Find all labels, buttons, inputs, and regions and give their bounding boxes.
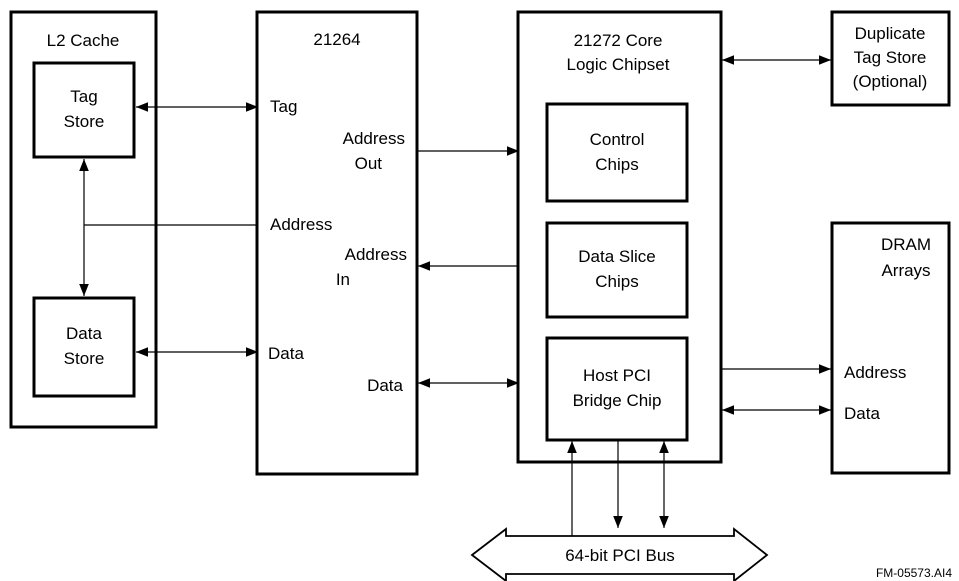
pci-bridge-box <box>545 336 689 442</box>
pci-bus-label: 64-bit PCI Bus <box>565 546 675 565</box>
cpu-address-in-label-1: Address <box>345 245 407 264</box>
data-store-label-1: Data <box>66 324 102 343</box>
cpu-tag-label: Tag <box>270 97 297 116</box>
figure-id: FM-05573.AI4 <box>876 566 952 580</box>
data-slice-label-2: Chips <box>595 272 638 291</box>
data-store-box <box>32 296 136 398</box>
duplicate-tag-label-1: Duplicate <box>855 24 926 43</box>
control-chips-box <box>545 102 689 203</box>
l2-cache-box <box>9 10 158 429</box>
control-chips-label-2: Chips <box>595 155 638 174</box>
pci-bridge-label-2: Bridge Chip <box>573 391 662 410</box>
data-store-label-2: Store <box>64 349 105 368</box>
cpu-data-right-label: Data <box>367 376 403 395</box>
data-slice-box <box>545 221 689 319</box>
tag-store-box <box>32 61 136 159</box>
pci-bus-arrow <box>470 527 769 581</box>
duplicate-tag-label-2: Tag Store <box>854 48 927 67</box>
chipset-title-2: Logic Chipset <box>566 55 669 74</box>
chipset-box <box>516 10 723 464</box>
duplicate-tag-label-3: (Optional) <box>853 72 928 91</box>
dram-data-label: Data <box>844 404 880 423</box>
tag-store-label-1: Tag <box>70 87 97 106</box>
chipset-title-1: 21272 Core <box>574 31 663 50</box>
control-chips-label-1: Control <box>590 130 645 149</box>
cpu-address-out-label-2: Out <box>355 154 383 173</box>
cpu-box <box>255 10 419 476</box>
cpu-data-left-label: Data <box>268 344 304 363</box>
cpu-title: 21264 <box>313 30 360 49</box>
data-slice-label-1: Data Slice <box>578 247 655 266</box>
cpu-address-label: Address <box>270 215 332 234</box>
pci-bridge-label-1: Host PCI <box>583 366 651 385</box>
cpu-address-out-label-1: Address <box>343 129 405 148</box>
dram-title-1: DRAM <box>881 235 931 254</box>
dram-box <box>830 221 951 475</box>
cpu-address-in-label-2: In <box>336 270 350 289</box>
dram-title-2: Arrays <box>881 261 930 280</box>
tag-store-label-2: Store <box>64 112 105 131</box>
dram-address-label: Address <box>844 363 906 382</box>
duplicate-tag-store-box <box>830 10 951 107</box>
l2-cache-title: L2 Cache <box>47 31 120 50</box>
